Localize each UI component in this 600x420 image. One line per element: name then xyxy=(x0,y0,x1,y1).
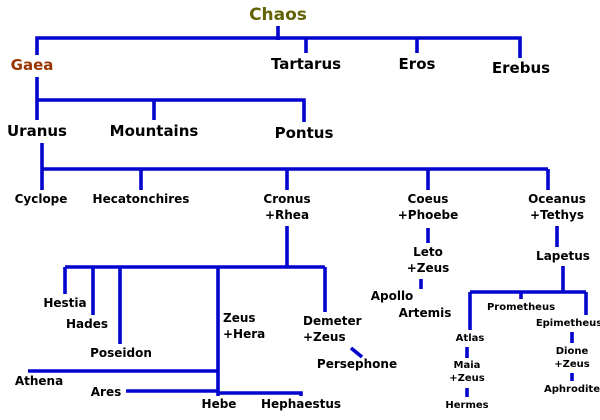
node-leto: Leto +Zeus xyxy=(407,245,450,276)
node-epimetheus: Epimetheus xyxy=(535,318,600,329)
node-cyclope: Cyclope xyxy=(14,192,68,206)
node-hephaestus: Hephaestus xyxy=(260,397,342,411)
node-artemis: Artemis xyxy=(398,306,452,320)
node-prometheus: Prometheus xyxy=(486,302,556,313)
node-coeus-name: Coeus xyxy=(407,192,449,206)
node-cronus-spouse: +Rhea xyxy=(264,207,310,222)
node-oceanus: Oceanus +Tethys xyxy=(528,192,586,223)
node-gaea: Gaea xyxy=(10,56,54,74)
node-hades: Hades xyxy=(65,317,109,331)
node-maia-spouse: +Zeus xyxy=(449,373,485,384)
node-coeus-spouse: +Phoebe xyxy=(397,207,459,222)
node-dione: Dione +Zeus xyxy=(554,345,589,371)
node-tartarus: Tartarus xyxy=(270,55,342,73)
node-maia: Maia +Zeus xyxy=(449,359,484,385)
node-zeus: Zeus +Hera xyxy=(223,311,265,342)
node-oceanus-spouse: +Tethys xyxy=(529,207,585,222)
node-mountains: Mountains xyxy=(109,122,199,140)
node-cronus: Cronus +Rhea xyxy=(263,192,310,223)
node-pontus: Pontus xyxy=(274,124,334,142)
node-coeus: Coeus +Phoebe xyxy=(398,192,459,223)
node-atlas: Atlas xyxy=(455,333,485,344)
node-leto-spouse: +Zeus xyxy=(406,260,450,275)
node-eros: Eros xyxy=(398,55,436,73)
node-lapetus: Lapetus xyxy=(536,249,590,263)
node-leto-name: Leto xyxy=(413,245,443,259)
node-hecatonchires: Hecatonchires xyxy=(92,192,190,206)
node-hebe: Hebe xyxy=(201,397,237,411)
node-aphrodite: Aphrodite xyxy=(544,384,600,395)
node-erebus: Erebus xyxy=(491,59,551,77)
node-athena: Athena xyxy=(14,374,64,388)
node-hermes: Hermes xyxy=(445,400,489,411)
node-dione-spouse: +Zeus xyxy=(554,359,590,370)
node-ares: Ares xyxy=(90,385,122,399)
node-apollo: Apollo xyxy=(370,289,414,303)
node-demeter-spouse: +Zeus xyxy=(303,329,346,344)
edge-persephone-diag xyxy=(349,346,364,359)
node-oceanus-name: Oceanus xyxy=(528,192,586,206)
node-cronus-name: Cronus xyxy=(263,192,311,206)
node-dione-name: Dione xyxy=(555,346,589,357)
node-poseidon: Poseidon xyxy=(90,346,152,360)
node-maia-name: Maia xyxy=(453,360,481,371)
edge-gen2-rail xyxy=(37,98,306,122)
node-zeus-name: Zeus xyxy=(223,311,256,325)
node-demeter-name: Demeter xyxy=(303,314,362,328)
node-uranus: Uranus xyxy=(7,122,67,140)
node-persephone: Persephone xyxy=(316,357,398,371)
edge-hephaestus-rail xyxy=(218,391,303,396)
node-zeus-spouse: +Hera xyxy=(223,326,266,341)
edge-gen1-rail xyxy=(35,36,522,58)
node-hestia: Hestia xyxy=(43,296,87,310)
node-chaos: Chaos xyxy=(249,5,307,25)
node-demeter: Demeter +Zeus xyxy=(303,314,362,345)
